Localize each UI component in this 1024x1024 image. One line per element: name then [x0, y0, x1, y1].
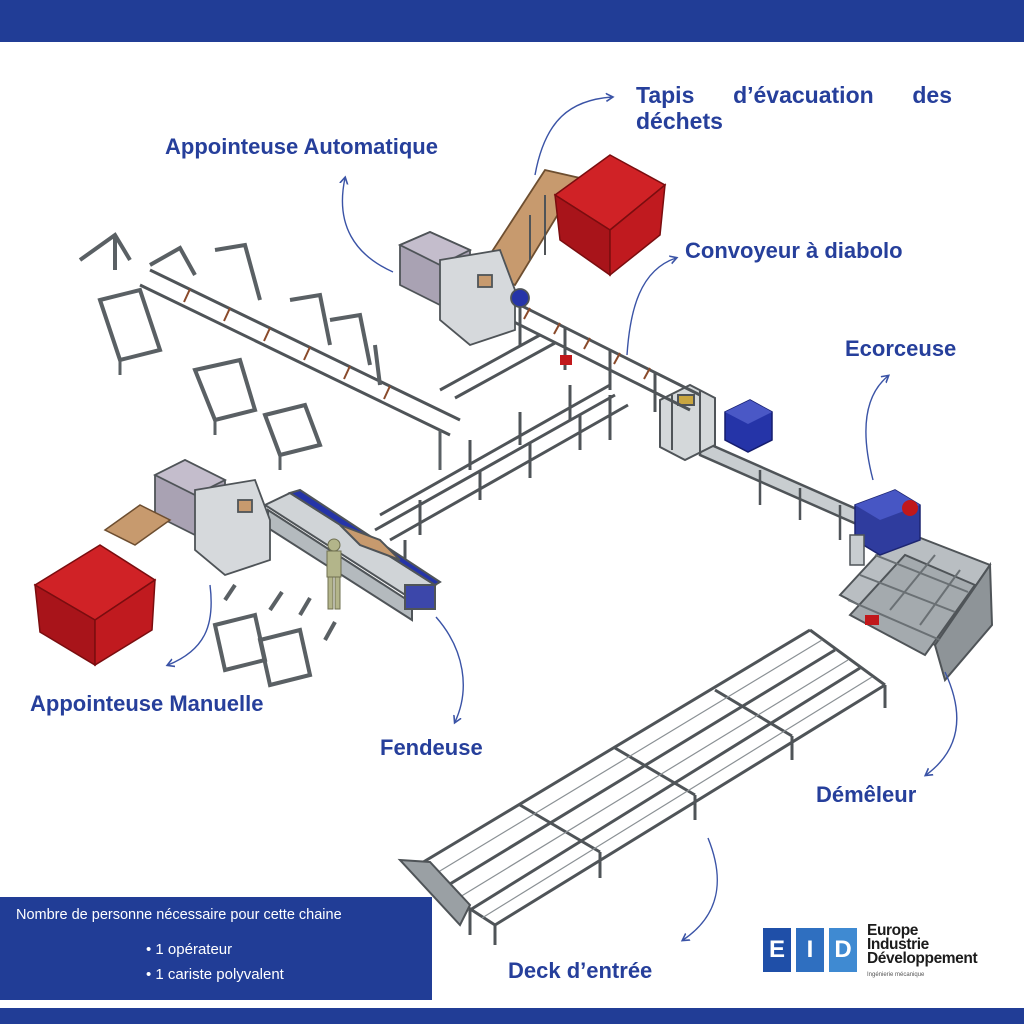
label-tapis-evacuation: Tapis d’évacuation des déchets: [636, 82, 952, 134]
arrow-deck: [683, 837, 718, 940]
waste-bin-top: [553, 154, 667, 277]
arrow-fendeuse: [435, 616, 464, 722]
logo-wordmark: Europe Industrie Développement: [867, 922, 978, 967]
upper-conveyor: [139, 268, 461, 437]
waste-bin-bottom: [33, 544, 157, 667]
logo-tagline: Ingénierie mécanique: [867, 972, 925, 978]
label-deck-entree: Deck d’entrée: [508, 958, 653, 983]
logo-line-2: Industrie: [867, 936, 929, 953]
arrow-tapis: [534, 97, 612, 176]
stacking-frames-lower: [212, 583, 337, 688]
deck-entree-frame: [409, 628, 887, 945]
logo-letter-e: E: [763, 928, 791, 972]
logo-letter-d: D: [829, 928, 857, 972]
top-banner: [0, 0, 1024, 42]
label-demeleur: Démêleur: [816, 782, 917, 807]
sorting-frame: [659, 383, 716, 462]
arrow-demeleur: [926, 671, 958, 775]
appointeuse-automatique-machine: [397, 231, 530, 347]
label-fendeuse: Fendeuse: [380, 735, 483, 760]
deck-entree-rails: [424, 639, 873, 919]
arrow-appointeuse-manuelle: [168, 584, 212, 665]
deck-entree-end-guard: [397, 858, 472, 927]
info-item-cariste: 1 cariste polyvalent: [146, 962, 283, 987]
logo-letter-i: I: [796, 928, 824, 972]
label-convoyeur-diabolo: Convoyeur à diabolo: [685, 238, 903, 263]
demeleur-motor: [865, 615, 879, 625]
right-conveyor: [698, 438, 872, 540]
label-ecorceuse: Ecorceuse: [845, 336, 957, 361]
transfer-conveyors: [374, 333, 629, 565]
tapis-supports: [529, 195, 546, 260]
arrow-ecorceuse: [865, 376, 888, 481]
frame-legs-upper: [118, 360, 442, 470]
info-list: 1 opérateur 1 cariste polyvalent: [146, 937, 284, 987]
upper-conveyor-rollers: [183, 288, 391, 400]
arrow-convoyeur: [626, 258, 676, 356]
staffing-info-box: Nombre de personne nécessaire pour cette…: [0, 897, 432, 1000]
info-item-operator: 1 opérateur: [146, 937, 284, 962]
arrow-appointeuse-auto: [342, 178, 394, 273]
manuelle-chute: [103, 504, 172, 546]
bottom-banner: [0, 1008, 1024, 1024]
stacking-frames-upper: [78, 232, 382, 458]
blue-cabinet: [724, 399, 773, 453]
appointeuse-manuelle-machine: [152, 458, 271, 577]
info-title: Nombre de personne nécessaire pour cette…: [16, 907, 342, 923]
label-appointeuse-automatique: Appointeuse Automatique: [165, 134, 438, 159]
label-appointeuse-manuelle: Appointeuse Manuelle: [30, 691, 264, 716]
logo-line-3: Développement: [867, 950, 978, 967]
operator-figure: [326, 538, 342, 610]
diabolo-motor: [560, 355, 572, 365]
ecorceuse-machine: [849, 489, 921, 566]
logo-line-1: Europe: [867, 922, 918, 939]
